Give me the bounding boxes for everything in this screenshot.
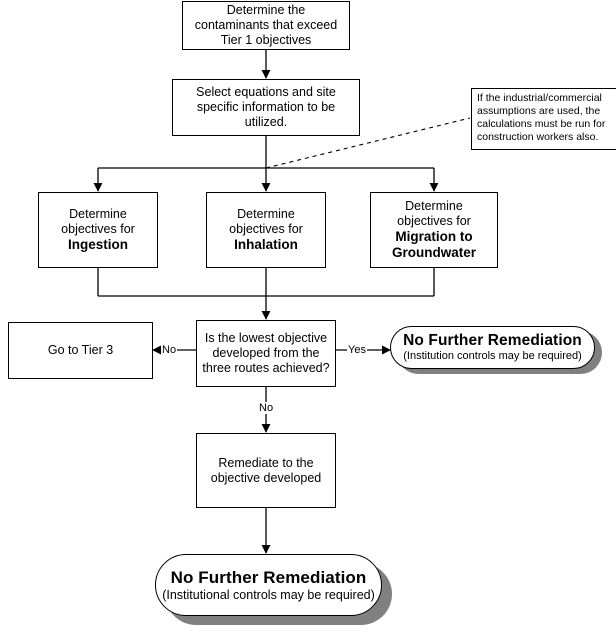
node-line: Determine the — [226, 3, 306, 17]
note-line: If the industrial/commercial — [477, 92, 602, 104]
node-emphasis: Ingestion — [68, 237, 128, 252]
node-line: Select equations and site — [196, 85, 336, 99]
node-no-further-remediation-end[interactable]: No Further Remediation (Institutional co… — [155, 554, 382, 616]
node-line: three routes achieved? — [202, 361, 330, 375]
node-no-further-remediation-yes[interactable]: No Further Remediation (Institution cont… — [390, 326, 595, 369]
edge-label-yes-right: Yes — [347, 344, 367, 356]
node-line: Determine — [69, 207, 127, 221]
node-objectives-inhalation[interactable]: Determine objectives for Inhalation — [206, 192, 326, 268]
node-go-to-tier-3[interactable]: Go to Tier 3 — [8, 322, 153, 379]
edge-label-no-down: No — [258, 402, 275, 414]
node-line: specific information to be — [196, 100, 336, 114]
node-line: Determine — [237, 207, 295, 221]
edge-label-no-left: No — [161, 344, 178, 356]
node-select-equations[interactable]: Select equations and site specific infor… — [172, 79, 360, 136]
node-line: utilized. — [244, 115, 288, 129]
node-objectives-migration-to-groundwater[interactable]: Determine objectives for Migration to Gr… — [370, 192, 498, 268]
node-emphasis: Inhalation — [234, 237, 298, 252]
terminator-title: No Further Remediation — [170, 568, 367, 587]
node-remediate-to-objective[interactable]: Remediate to the objective developed — [196, 433, 336, 508]
terminator-subtitle: (Institution controls may be required) — [403, 350, 582, 362]
note-line: construction workers also. — [477, 131, 599, 143]
node-emphasis: Migration to — [395, 229, 473, 244]
node-objectives-ingestion[interactable]: Determine objectives for Ingestion — [38, 192, 158, 268]
terminator-subtitle: (Institutional controls may be required) — [162, 588, 375, 602]
node-decision-lowest-objective[interactable]: Is the lowest objective developed from t… — [196, 320, 336, 387]
node-line: objectives for — [229, 222, 303, 236]
node-line: developed from the — [212, 346, 320, 360]
node-line: Remediate to the — [218, 455, 314, 470]
node-line: contaminants that exceed — [194, 18, 338, 32]
note-line: assumptions are used, the — [477, 105, 601, 117]
node-line: Determine — [405, 199, 463, 213]
node-line: Go to Tier 3 — [47, 343, 114, 357]
node-line: Tier 1 objectives — [220, 33, 312, 47]
node-line: objective developed — [210, 470, 322, 485]
node-line: Is the lowest objective — [204, 331, 328, 345]
note-line: calculations must be run for — [477, 118, 606, 130]
node-emphasis: Groundwater — [391, 245, 476, 260]
node-line: objectives for — [61, 222, 135, 236]
note-industrial-commercial-assumptions: If the industrial/commercial assumptions… — [471, 88, 616, 150]
node-determine-contaminants[interactable]: Determine the contaminants that exceed T… — [182, 1, 350, 50]
node-line: objectives for — [397, 214, 471, 228]
terminator-title: No Further Remediation — [403, 332, 582, 349]
